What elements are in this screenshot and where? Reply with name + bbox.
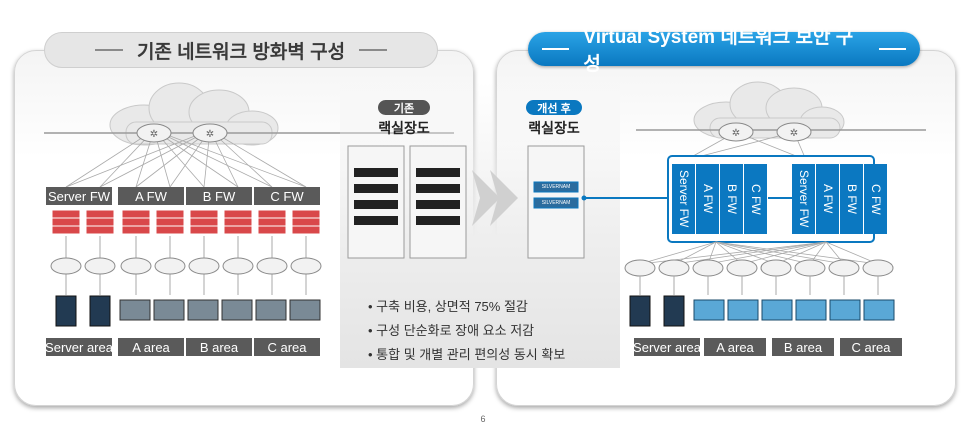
legacy-area-label: B area — [186, 338, 252, 356]
legacy-area-label: Server area — [45, 338, 113, 356]
legacy-area-label: A area — [118, 338, 184, 356]
virtual-title-pill: Virtual System 네트워크 보안 구성 — [528, 27, 920, 75]
vsys-fw-block: B FW — [840, 164, 863, 234]
legacy-rack-icon — [347, 145, 405, 259]
before-title: 랙실장도 — [378, 120, 430, 136]
legacy-title: 기존 네트워크 방화벽 구성 — [136, 41, 346, 63]
legacy-network-diagram: ✲ ✲ — [44, 82, 454, 327]
svg-text:✲: ✲ — [150, 129, 158, 140]
legacy-fw-label: Server FW — [46, 187, 112, 205]
improved-rack-icon — [527, 145, 585, 259]
svg-text:✲: ✲ — [206, 129, 214, 140]
server-icons — [55, 295, 111, 327]
svg-text:✲: ✲ — [790, 128, 798, 139]
benefit-item: • 구축 비용, 상면적 75% 절감 — [368, 299, 528, 314]
virtual-area-label: Server area — [633, 338, 701, 356]
benefit-item: • 통합 및 개별 관리 편의성 동시 확보 — [368, 347, 566, 362]
legacy-fw-label: C FW — [254, 187, 320, 205]
rack-diagram — [347, 145, 620, 259]
virtual-area-label: C area — [840, 338, 902, 356]
vsys-fw-block: C FW — [864, 164, 887, 234]
title-dash — [878, 48, 907, 50]
title-dash — [359, 49, 388, 51]
title-dash — [94, 49, 123, 51]
after-tag: 개선 후 — [526, 100, 582, 115]
device-label: SILVERNAM — [541, 200, 571, 206]
virtual-area-label: A area — [704, 338, 766, 356]
firewall-brick-icons — [51, 209, 321, 235]
transition-arrow-icon — [472, 170, 518, 226]
virtual-title: Virtual System 네트워크 보안 구성 — [583, 27, 854, 75]
core-router-icon: ✲ — [718, 122, 754, 142]
vsys-fw-block: Server FW — [672, 164, 695, 234]
page-number: 6 — [480, 414, 486, 424]
vsys-fw-block: A FW — [696, 164, 719, 234]
after-title: 랙실장도 — [528, 120, 580, 136]
virtual-area-label: B area — [772, 338, 834, 356]
core-router-icon: ✲ — [136, 123, 172, 143]
legacy-title-pill: 기존 네트워크 방화벽 구성 — [44, 32, 438, 68]
legacy-area-label: C area — [254, 338, 320, 356]
monitor-icons — [119, 299, 321, 321]
vsys-fw-block: B FW — [720, 164, 743, 234]
svg-text:✲: ✲ — [732, 128, 740, 139]
vsys-fw-block: A FW — [816, 164, 839, 234]
legacy-fw-label: A FW — [118, 187, 184, 205]
virtual-network-diagram: ✲ ✲ — [596, 81, 926, 327]
legacy-rack-icon — [409, 145, 467, 259]
server-icons — [629, 295, 685, 327]
access-switch-icons — [624, 259, 894, 277]
vsys-fw-block: Server FW — [792, 164, 815, 234]
device-label: SILVERNAM — [541, 184, 571, 190]
access-switch-icons — [50, 257, 322, 275]
core-router-icon: ✲ — [776, 122, 812, 142]
monitor-icons — [693, 299, 895, 321]
core-router-icon: ✲ — [192, 123, 228, 143]
benefit-item: • 구성 단순화로 장애 요소 저감 — [368, 323, 535, 338]
vsys-fw-block: C FW — [744, 164, 767, 234]
before-tag: 기존 — [378, 100, 430, 115]
title-dash — [542, 48, 570, 50]
legacy-fw-label: B FW — [186, 187, 252, 205]
